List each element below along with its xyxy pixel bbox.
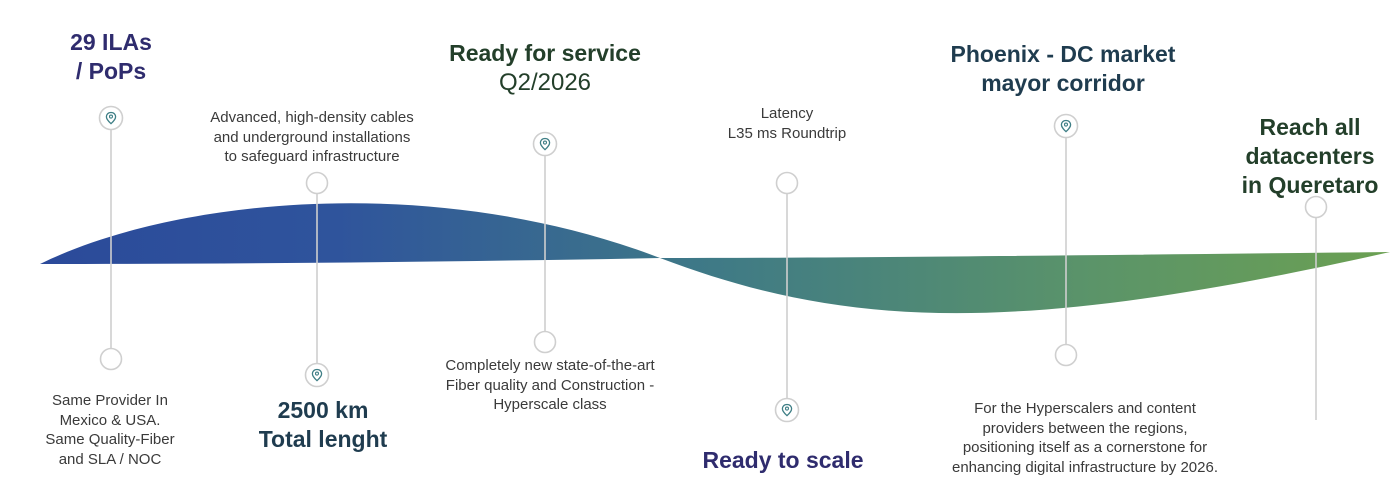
location-pin-icon bbox=[774, 397, 800, 423]
location-pin-icon bbox=[532, 131, 558, 157]
latency-description: Latency L35 ms Roundtrip bbox=[727, 105, 847, 142]
provider-description: Same Provider In Mexico & USA. Same Qual… bbox=[45, 392, 175, 468]
fiber-description: Completely new state-of-the-art Fiber qu… bbox=[445, 357, 655, 413]
circle-node bbox=[775, 171, 799, 195]
location-pin-icon bbox=[304, 362, 330, 388]
phoenix-corridor-heading: Phoenix - DC market mayor corridor bbox=[950, 41, 1176, 96]
location-pin-icon bbox=[98, 105, 124, 131]
hyperscalers-description: For the Hyperscalers and content provide… bbox=[951, 400, 1218, 476]
circle-node bbox=[99, 347, 123, 371]
ilas-pops-heading: 29 ILAs / PoPs bbox=[70, 29, 152, 84]
circle-node bbox=[1304, 195, 1328, 219]
ready-to-scale-heading: Ready to scale bbox=[702, 447, 864, 473]
circle-node bbox=[305, 171, 329, 195]
cables-description: Advanced, high-density cables and underg… bbox=[210, 109, 414, 165]
location-pin-icon bbox=[1053, 113, 1079, 139]
total-length-heading: 2500 km Total lenght bbox=[258, 397, 388, 452]
circle-node bbox=[533, 330, 557, 354]
circle-node bbox=[1054, 343, 1078, 367]
ready-for-service-heading: Ready for service Q2/2026 bbox=[449, 40, 641, 96]
queretaro-heading: Reach all datacenters in Queretaro bbox=[1241, 114, 1379, 198]
timeline-wave bbox=[40, 203, 1390, 314]
